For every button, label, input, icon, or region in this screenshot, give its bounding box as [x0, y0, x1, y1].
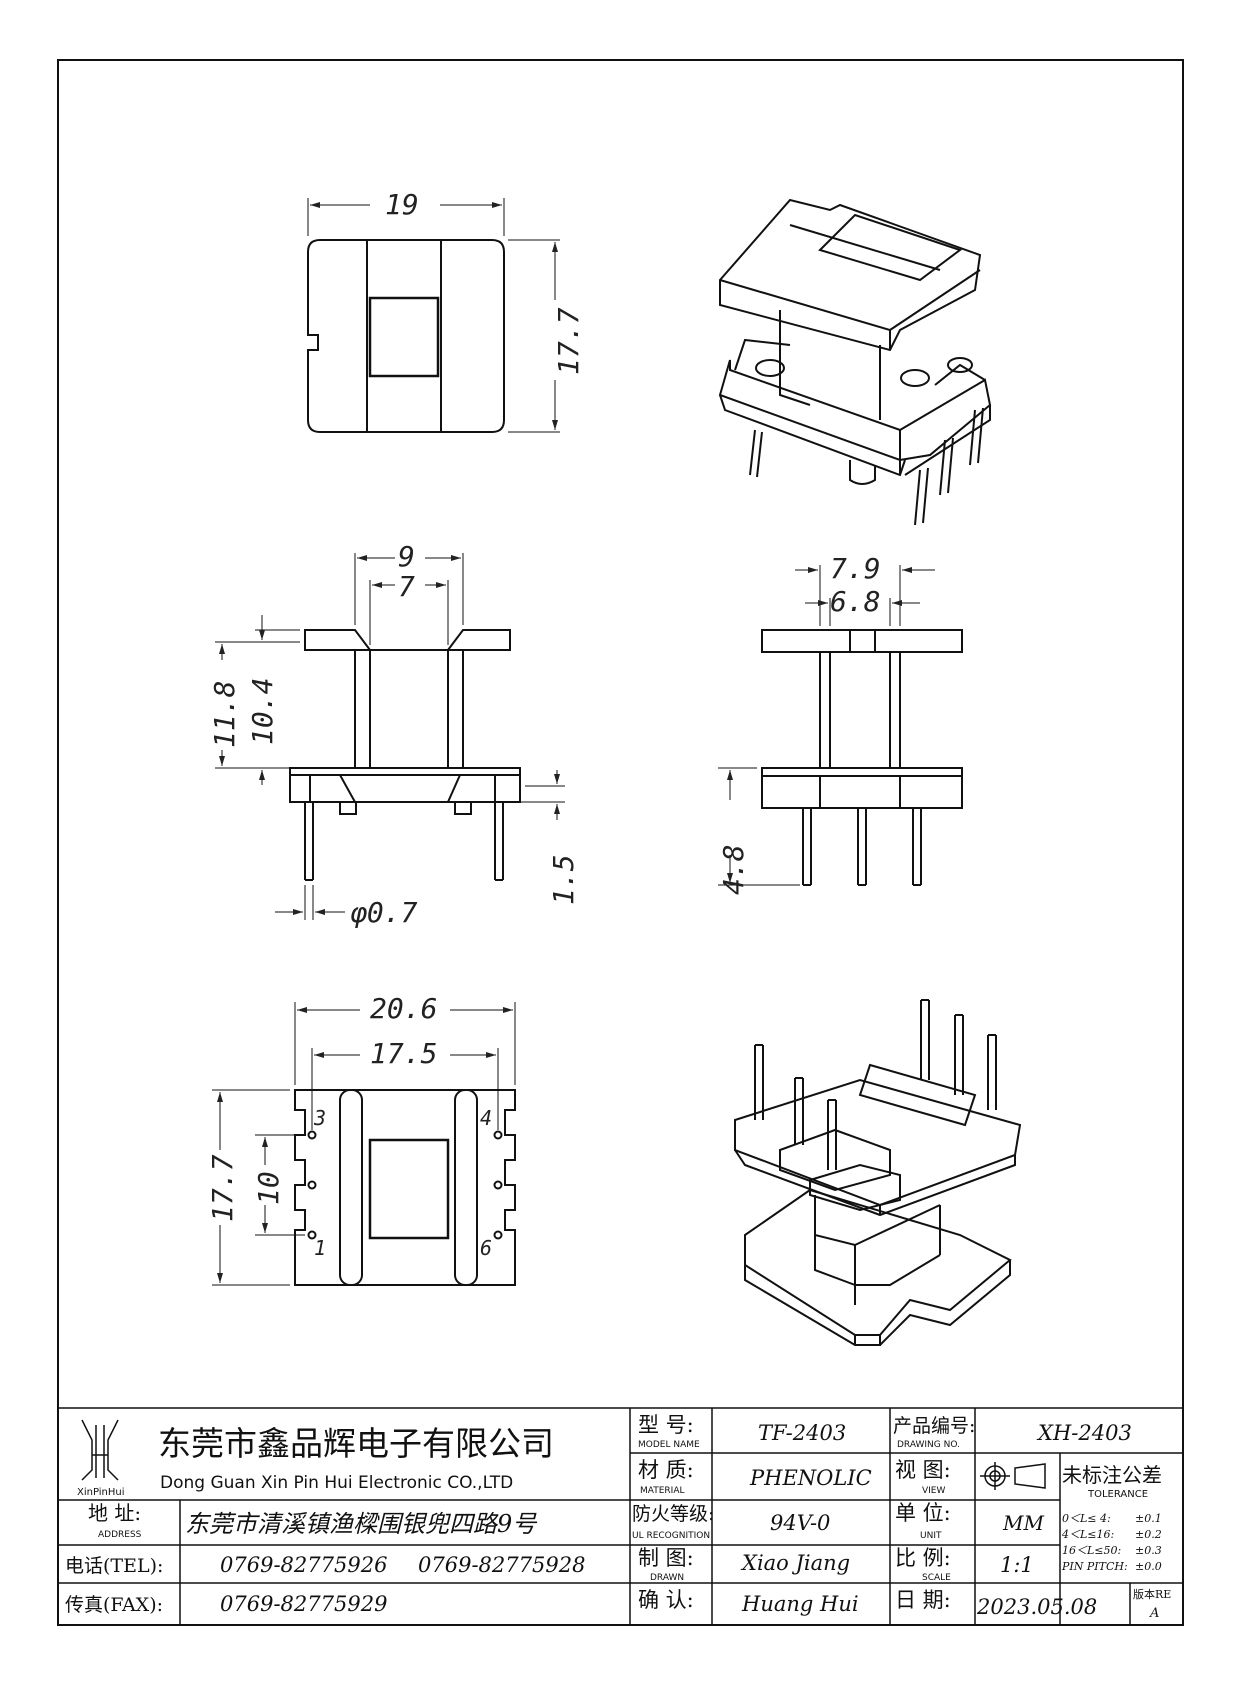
tolerance-value-4: ±0.0: [1135, 1560, 1162, 1573]
material-label: 材 质:: [638, 1458, 694, 1482]
fax-label: 传真(FAX):: [65, 1594, 163, 1616]
dim-bottom-pitch-width: 17.5: [370, 1037, 437, 1070]
drawn-label: 制 图:: [638, 1546, 694, 1570]
bottom-view: [294, 1089, 516, 1286]
dim-pin-diameter: φ0.7: [350, 896, 418, 929]
unit-label: 单 位:: [895, 1501, 951, 1525]
company-logo: [81, 1419, 119, 1481]
drawing-no-value: XH-2403: [1036, 1421, 1132, 1445]
dim-top-width: 19: [385, 188, 419, 221]
pin-label-3: 3: [313, 1106, 326, 1130]
model-value: TF-2403: [758, 1421, 846, 1445]
ul-value: 94V-0: [770, 1511, 830, 1535]
drawing-no-label: 产品编号:: [893, 1415, 975, 1437]
revision-value: A: [1149, 1606, 1159, 1621]
tolerance-range-4: PIN PITCH:: [1061, 1560, 1128, 1573]
confirm-label: 确 认:: [638, 1588, 694, 1612]
top-view: [307, 239, 505, 433]
company-name-en: Dong Guan Xin Pin Hui Electronic CO.,LTD: [160, 1473, 513, 1493]
address-label-en: ADDRESS: [98, 1530, 142, 1540]
scale-label: 比 例:: [895, 1546, 951, 1570]
pin-label-6: 6: [480, 1236, 492, 1260]
side-view: [761, 629, 963, 886]
revision-label: 版本RE: [1133, 1587, 1171, 1601]
tolerance-range-1: 0＜L≤ 4:: [1062, 1512, 1111, 1525]
dim-front-height-outer: 11.8: [208, 681, 241, 748]
fax-value: 0769-82775929: [220, 1592, 387, 1616]
side-view-dims: [718, 565, 935, 886]
title-block-lines: [58, 1407, 1183, 1625]
tolerance-title-en: TOLERANCE: [1087, 1489, 1148, 1500]
logo-text: XinPinHui: [77, 1487, 125, 1498]
address-label: 地 址:: [88, 1501, 141, 1525]
unit-label-en: UNIT: [920, 1531, 942, 1541]
drawn-value: Xiao Jiang: [740, 1551, 850, 1575]
dim-bottom-pitch-height: 10: [252, 1171, 285, 1205]
tolerance-range-2: 4＜L≤16:: [1061, 1528, 1114, 1541]
bottom-view-dims: [212, 1002, 516, 1286]
top-view-dims: [307, 198, 560, 433]
sheet-border: [57, 59, 1184, 1626]
tel-value-2: 0769-82775928: [418, 1553, 585, 1577]
dim-top-height: 17.7: [552, 307, 585, 375]
dim-side-outer-width: 7.9: [830, 552, 881, 585]
ul-label: 防火等级:: [632, 1503, 714, 1525]
scale-label-en: SCALE: [922, 1573, 951, 1583]
pin-label-1: 1: [314, 1236, 326, 1260]
tolerance-value-3: ±0.3: [1135, 1544, 1162, 1557]
dim-front-inner-width: 7: [398, 570, 415, 603]
iso-view-top: [718, 198, 992, 526]
projection-symbol-icon: [980, 1462, 1046, 1490]
tolerance-value-2: ±0.2: [1135, 1528, 1162, 1541]
material-label-en: MATERIAL: [640, 1486, 685, 1496]
dim-bottom-height: 17.7: [206, 1154, 239, 1222]
date-value: 2023.05.08: [976, 1595, 1097, 1619]
pin-label-4: 4: [480, 1106, 492, 1130]
drawn-label-en: DRAWN: [650, 1573, 684, 1583]
drawing-no-label-en: DRAWING NO.: [897, 1440, 960, 1450]
confirm-value: Huang Hui: [741, 1592, 859, 1616]
view-label: 视 图:: [895, 1458, 951, 1482]
view-label-en: VIEW: [922, 1486, 945, 1496]
front-view: [289, 629, 521, 881]
address-value: 东莞市清溪镇渔樑围银兜四路9号: [185, 1510, 538, 1538]
tolerance-range-3: 16＜L≤50:: [1062, 1544, 1121, 1557]
date-label: 日 期:: [895, 1588, 951, 1612]
tolerance-value-1: ±0.1: [1135, 1512, 1162, 1525]
dim-bottom-width: 20.6: [370, 992, 437, 1025]
front-view-dims: [215, 553, 565, 920]
model-label-en: MODEL NAME: [638, 1440, 700, 1450]
iso-view-bottom: [734, 999, 1022, 1346]
ul-label-en: UL RECOGNITION: [632, 1531, 710, 1541]
material-value: PHENOLIC: [749, 1466, 872, 1490]
dim-side-pin-height: 4.8: [717, 844, 750, 895]
company-name-cn: 东莞市鑫品辉电子有限公司: [158, 1424, 554, 1463]
dim-side-inner-width: 6.8: [830, 585, 881, 618]
dim-front-outer-width: 9: [398, 540, 415, 573]
dim-front-height-inner: 10.4: [246, 678, 279, 745]
tolerance-title: 未标注公差: [1062, 1463, 1162, 1487]
unit-value: MM: [1002, 1511, 1044, 1535]
scale-value: 1:1: [1000, 1553, 1034, 1577]
dim-pin-protrusion: 1.5: [547, 854, 580, 905]
tel-value-1: 0769-82775926: [220, 1553, 387, 1577]
model-label: 型 号:: [638, 1413, 694, 1437]
tel-label: 电话(TEL):: [65, 1555, 163, 1577]
